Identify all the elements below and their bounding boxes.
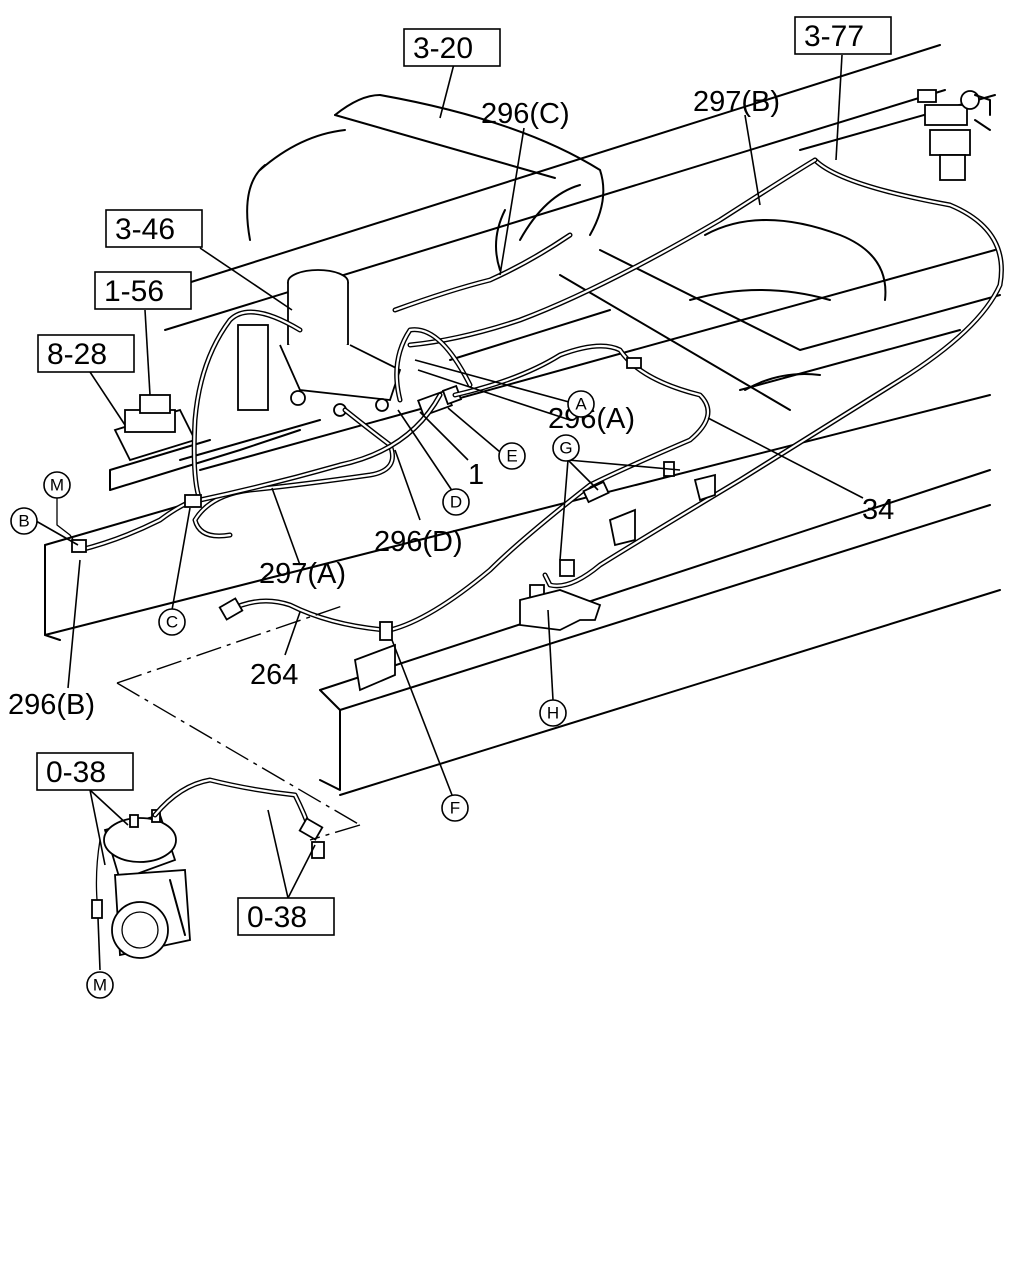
label-1: 1 xyxy=(468,459,484,491)
part-labels: 296(C) 297(B) 296(A) 1 34 296(D) 297(A) … xyxy=(8,86,894,721)
detail-outline xyxy=(116,604,361,841)
ref-box-3-77: 3-77 xyxy=(794,16,892,55)
marker-b-text: B xyxy=(18,512,29,531)
marker-d-text: D xyxy=(450,493,462,512)
marker-a: A xyxy=(567,390,595,418)
air-tank-rear xyxy=(689,219,887,391)
marker-a-text: A xyxy=(575,395,587,414)
connection-markers: A B C D E F G H xyxy=(10,390,595,999)
ref-box-0-38-bottom: 0-38 xyxy=(237,897,335,936)
marker-f: F xyxy=(441,794,469,822)
marker-d: D xyxy=(442,488,470,516)
marker-m-top-text: M xyxy=(50,476,64,495)
marker-h-text: H xyxy=(547,704,559,723)
marker-g: G xyxy=(552,434,580,462)
leader-lines xyxy=(35,54,864,971)
marker-m-top: M xyxy=(43,471,71,499)
label-296b: 296(B) xyxy=(8,689,95,721)
marker-c-text: C xyxy=(166,613,178,632)
marker-m-bottom-text: M xyxy=(93,976,107,995)
ref-1-56-text: 1-56 xyxy=(104,275,164,308)
marker-e: E xyxy=(498,442,526,470)
marker-c: C xyxy=(158,608,186,636)
valve-block-left xyxy=(109,394,321,491)
ref-box-3-46: 3-46 xyxy=(105,209,203,248)
marker-m-bottom: M xyxy=(86,971,114,999)
marker-f-text: F xyxy=(450,799,460,818)
label-297a: 297(A) xyxy=(259,558,346,590)
reference-boxes: 3-20 3-77 3-46 1-56 8-28 0-38 0-38 xyxy=(36,16,892,936)
ref-3-77-text: 3-77 xyxy=(804,20,864,53)
label-296d: 296(D) xyxy=(374,526,463,558)
ref-3-20-text: 3-20 xyxy=(413,32,473,65)
chassis-frame xyxy=(44,44,1001,796)
label-297b: 297(B) xyxy=(693,86,780,118)
ref-box-3-20: 3-20 xyxy=(403,28,501,67)
ref-8-28-text: 8-28 xyxy=(47,338,107,371)
ref-box-0-38-top: 0-38 xyxy=(36,752,134,791)
valve-assembly-3-77 xyxy=(917,89,991,181)
ref-0-38-top-text: 0-38 xyxy=(46,756,106,789)
marker-h: H xyxy=(539,699,567,727)
label-296c: 296(C) xyxy=(481,98,570,130)
ref-box-1-56: 1-56 xyxy=(94,271,192,310)
marker-g-text: G xyxy=(559,439,572,458)
label-34: 34 xyxy=(862,494,894,526)
air-compressor xyxy=(91,809,191,959)
ref-box-8-28: 8-28 xyxy=(37,334,135,373)
label-264: 264 xyxy=(250,659,298,691)
ref-3-46-text: 3-46 xyxy=(115,213,175,246)
marker-b: B xyxy=(10,507,38,535)
pipe-lines xyxy=(56,157,1004,901)
marker-e-text: E xyxy=(506,447,517,466)
ref-0-38-bottom-text: 0-38 xyxy=(247,901,307,934)
fittings xyxy=(71,357,716,859)
